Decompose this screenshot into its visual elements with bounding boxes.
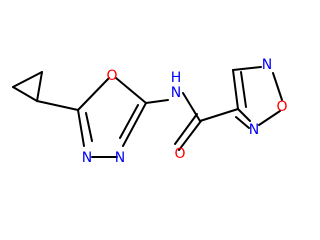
- bond-c2-n3: [122, 102, 147, 147]
- atom-n3: N: [115, 150, 125, 166]
- bond-cp-c: [12, 86, 38, 102]
- bond-n-o: [272, 72, 283, 101]
- atom-o-furazan: O: [276, 99, 287, 115]
- bond-c4-n: [232, 66, 262, 71]
- bond-co-o: [178, 120, 202, 151]
- bond-cp-b: [36, 71, 43, 102]
- atom-n-furazan-top: N: [262, 57, 272, 73]
- bond-c5-o1: [77, 77, 110, 111]
- atom-o-ring1: O: [106, 68, 117, 84]
- atom-nh-hydrogen: H: [171, 70, 182, 86]
- bonds: [12, 66, 283, 158]
- bond-cp-oxadiazole: [36, 100, 79, 111]
- atom-n-furazan-bottom: N: [249, 122, 259, 138]
- bond-n-c3-double: [235, 116, 250, 129]
- bond-co-o-double: [174, 113, 198, 145]
- bond-co-ring: [199, 108, 239, 122]
- bond-c2-nh: [145, 99, 169, 104]
- bond-cp-a: [12, 71, 43, 88]
- bond-c3-c4-double: [240, 71, 247, 108]
- bond-n4-c5: [77, 109, 85, 147]
- bond-c3-c4: [232, 69, 239, 110]
- bond-c2-n3-double: [119, 104, 139, 139]
- atom-o-carbonyl: O: [174, 146, 185, 162]
- atom-labels: O N H N N N O N O: [82, 57, 288, 166]
- bond-n4-c5-double: [85, 112, 93, 142]
- atom-nh: N: [171, 85, 181, 101]
- bond-n-c3: [237, 108, 251, 122]
- bond-o1-c2: [115, 77, 147, 104]
- atom-n4: N: [82, 150, 92, 166]
- bond-nh-co: [182, 92, 201, 122]
- molecule-structure: O N H N N N O N O: [12, 57, 288, 166]
- bond-o-n: [258, 110, 281, 126]
